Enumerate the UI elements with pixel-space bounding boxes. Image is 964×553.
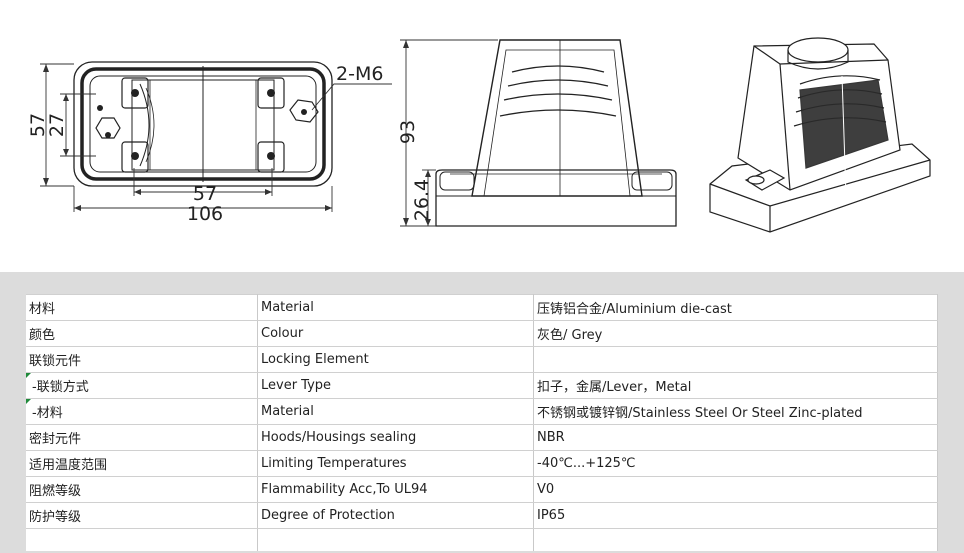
drawing-svg: 2-M6 57 27 57 106 93 26.4 — [27, 37, 931, 233]
screw-holes — [97, 89, 307, 160]
spec-value: NBR — [533, 424, 938, 451]
dim-height-inner: 27 — [46, 113, 68, 137]
dim-width-inner: 57 — [193, 183, 217, 205]
spec-value: 不锈钢或镀锌钢/Stainless Steel Or Steel Zinc-pl… — [533, 398, 938, 425]
spec-label-cn: -材料 — [26, 398, 258, 425]
side-dimension-arrows — [403, 40, 431, 226]
spec-label-en: Material — [257, 294, 534, 321]
spec-label-en: Hoods/Housings sealing — [257, 424, 534, 451]
spec-row-empty — [26, 528, 938, 551]
spec-empty-cell — [26, 528, 258, 551]
dim-height-outer: 57 — [27, 113, 49, 137]
spec-value: -40℃...+125℃ — [533, 450, 938, 477]
spec-label-en: Colour — [257, 320, 534, 347]
spec-value: IP65 — [533, 502, 938, 529]
spec-label-cn: -联锁方式 — [26, 372, 258, 399]
spec-label-cn: 颜色 — [26, 320, 258, 347]
spec-value: 压铸铝合金/Aluminium die-cast — [533, 294, 938, 321]
spec-label-en: Material — [257, 398, 534, 425]
spec-label-en: Locking Element — [257, 346, 534, 373]
technical-drawing: 2-M6 57 27 57 106 93 26.4 — [0, 0, 964, 272]
spec-value: 灰色/ Grey — [533, 320, 938, 347]
dimension-arrows — [43, 64, 332, 211]
spec-value: 扣子，金属/Lever，Metal — [533, 372, 938, 399]
dim-base-height: 26.4 — [411, 179, 433, 221]
spec-label-cn: 防护等级 — [26, 502, 258, 529]
spec-label-cn: 阻燃等级 — [26, 476, 258, 503]
spec-label-en: Lever Type — [257, 372, 534, 399]
dim-total-height: 93 — [397, 120, 419, 144]
side-view-dimensions — [400, 39, 498, 227]
spec-value: V0 — [533, 476, 938, 503]
screw-label: 2-M6 — [336, 63, 383, 85]
spec-empty-cell — [257, 528, 534, 551]
top-view — [73, 61, 333, 187]
isometric-view — [709, 37, 931, 233]
spec-label-cn: 材料 — [26, 294, 258, 321]
side-view — [435, 39, 677, 227]
top-view-dimensions — [40, 63, 392, 212]
spec-value — [533, 346, 938, 373]
spec-label-en: Flammability Acc,To UL94 — [257, 476, 534, 503]
spec-label-cn: 联锁元件 — [26, 346, 258, 373]
spec-label-cn: 密封元件 — [26, 424, 258, 451]
dim-width-outer: 106 — [187, 203, 223, 225]
spec-label-en: Limiting Temperatures — [257, 450, 534, 477]
spec-label-en: Degree of Protection — [257, 502, 534, 529]
spec-empty-cell — [533, 528, 938, 551]
spec-label-cn: 适用温度范围 — [26, 450, 258, 477]
